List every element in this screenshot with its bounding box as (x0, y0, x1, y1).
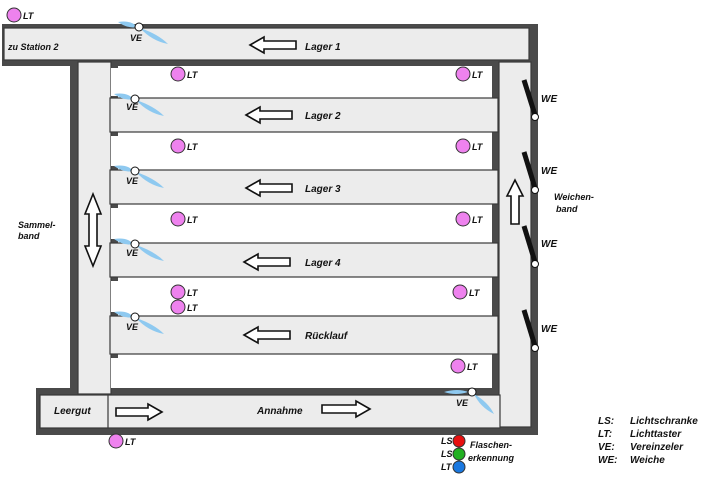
gap-5 (111, 358, 491, 388)
label-ve-6: VE (456, 398, 469, 408)
vereinzeler-2 (114, 93, 164, 116)
legend-row: LS: Lichtschranke (598, 415, 698, 428)
belt-lager3 (109, 169, 499, 205)
lichttaster-12 (108, 433, 124, 449)
label-lt-5: LT (472, 142, 484, 152)
label-sammelband-2: band (18, 231, 40, 241)
label-leergut: Leergut (54, 406, 91, 417)
legend-key: WE: (598, 455, 618, 466)
arrow-lager1 (248, 35, 297, 55)
weiche-2 (521, 151, 539, 194)
belt-lager2 (109, 97, 499, 133)
legend-value: Lichtschranke (630, 416, 698, 427)
label-ve-4: VE (126, 248, 139, 258)
label-lt-4: LT (187, 142, 199, 152)
lichttaster-2 (170, 66, 186, 82)
label-weichenband-1: Weichen- (554, 192, 594, 202)
weiche-3 (521, 225, 539, 268)
arrow-lager4 (242, 252, 291, 272)
weiche-4 (521, 309, 539, 352)
legend: LS: Lichtschranke LT: Lichttaster VE: Ve… (598, 415, 698, 467)
gap-2 (111, 136, 491, 166)
label-we-1: WE (541, 94, 557, 105)
belt-leergut (39, 394, 109, 429)
label-station2: zu Station 2 (7, 42, 59, 52)
legend-key: LT: (598, 429, 613, 440)
belt-ruecklauf (109, 315, 499, 355)
arrow-weichenband (505, 178, 525, 225)
vereinzeler-5 (114, 311, 164, 334)
lichttaster-7 (455, 211, 471, 227)
label-lt-12: LT (125, 437, 137, 447)
label-lt-blue: LT (441, 462, 453, 472)
legend-row: VE: Vereinzeler (598, 441, 698, 454)
lichttaster-4 (170, 138, 186, 154)
legend-key: VE: (598, 442, 615, 453)
label-lager1: Lager 1 (305, 42, 341, 53)
label-lager3: Lager 3 (305, 184, 341, 195)
label-ls-2: LS (441, 449, 453, 459)
label-flaschen-1: Flaschen- (470, 440, 512, 450)
ls-green-sensor (452, 447, 466, 461)
label-lt-11: LT (467, 362, 479, 372)
gap-4 (111, 281, 491, 312)
label-lt-3: LT (472, 70, 484, 80)
legend-value: Vereinzeler (630, 442, 683, 453)
belt-weichenband (498, 61, 532, 428)
label-ve-2: VE (126, 102, 139, 112)
label-ve-1: VE (130, 33, 143, 43)
label-we-3: WE (541, 239, 557, 250)
ls-red-sensor (452, 434, 466, 448)
belt-lager4 (109, 242, 499, 278)
arrow-lager2 (244, 105, 293, 125)
lt-blue-sensor (452, 460, 466, 474)
lichttaster-9 (170, 299, 186, 315)
lichttaster-11 (450, 358, 466, 374)
arrow-annahme-1 (115, 402, 164, 422)
label-lt-10: LT (469, 288, 481, 298)
label-lt-7: LT (472, 215, 484, 225)
label-annahme: Annahme (256, 406, 303, 417)
label-lager4: Lager 4 (305, 258, 341, 269)
label-we-2: WE (541, 166, 557, 177)
label-lt-8: LT (187, 288, 199, 298)
label-ls-1: LS (441, 436, 453, 446)
vereinzeler-3 (114, 165, 164, 188)
legend-row: WE: Weiche (598, 454, 698, 467)
gap-1 (111, 68, 491, 96)
legend-value: Lichttaster (630, 429, 682, 440)
label-lt-9: LT (187, 303, 199, 313)
label-ve-3: VE (126, 176, 139, 186)
weiche-1 (521, 79, 539, 121)
label-we-4: WE (541, 324, 557, 335)
lichttaster-8 (170, 284, 186, 300)
vereinzeler-4 (114, 238, 164, 261)
lichttaster-10 (452, 284, 468, 300)
lichttaster-3 (455, 66, 471, 82)
label-flaschen-2: erkennung (468, 453, 515, 463)
label-ve-5: VE (126, 322, 139, 332)
lichttaster-1 (6, 7, 22, 23)
label-lt-2: LT (187, 70, 199, 80)
label-lt-6: LT (187, 215, 199, 225)
arrow-lager3 (244, 178, 293, 198)
vereinzeler-1 (118, 21, 168, 44)
arrow-ruecklauf (242, 325, 291, 345)
lichttaster-6 (170, 211, 186, 227)
label-lt-1: LT (23, 11, 35, 21)
arrow-annahme-2 (321, 399, 372, 419)
label-ruecklauf: Rücklauf (305, 331, 349, 342)
lichttaster-5 (455, 138, 471, 154)
gap-3 (111, 208, 491, 239)
label-sammelband-1: Sammel- (18, 220, 56, 230)
label-lager2: Lager 2 (305, 111, 341, 122)
arrow-sammelband (83, 191, 103, 269)
vereinzeler-6 (444, 387, 494, 414)
label-weichenband-2: band (556, 204, 578, 214)
legend-value: Weiche (630, 455, 665, 466)
legend-key: LS: (598, 416, 615, 427)
legend-row: LT: Lichttaster (598, 428, 698, 441)
